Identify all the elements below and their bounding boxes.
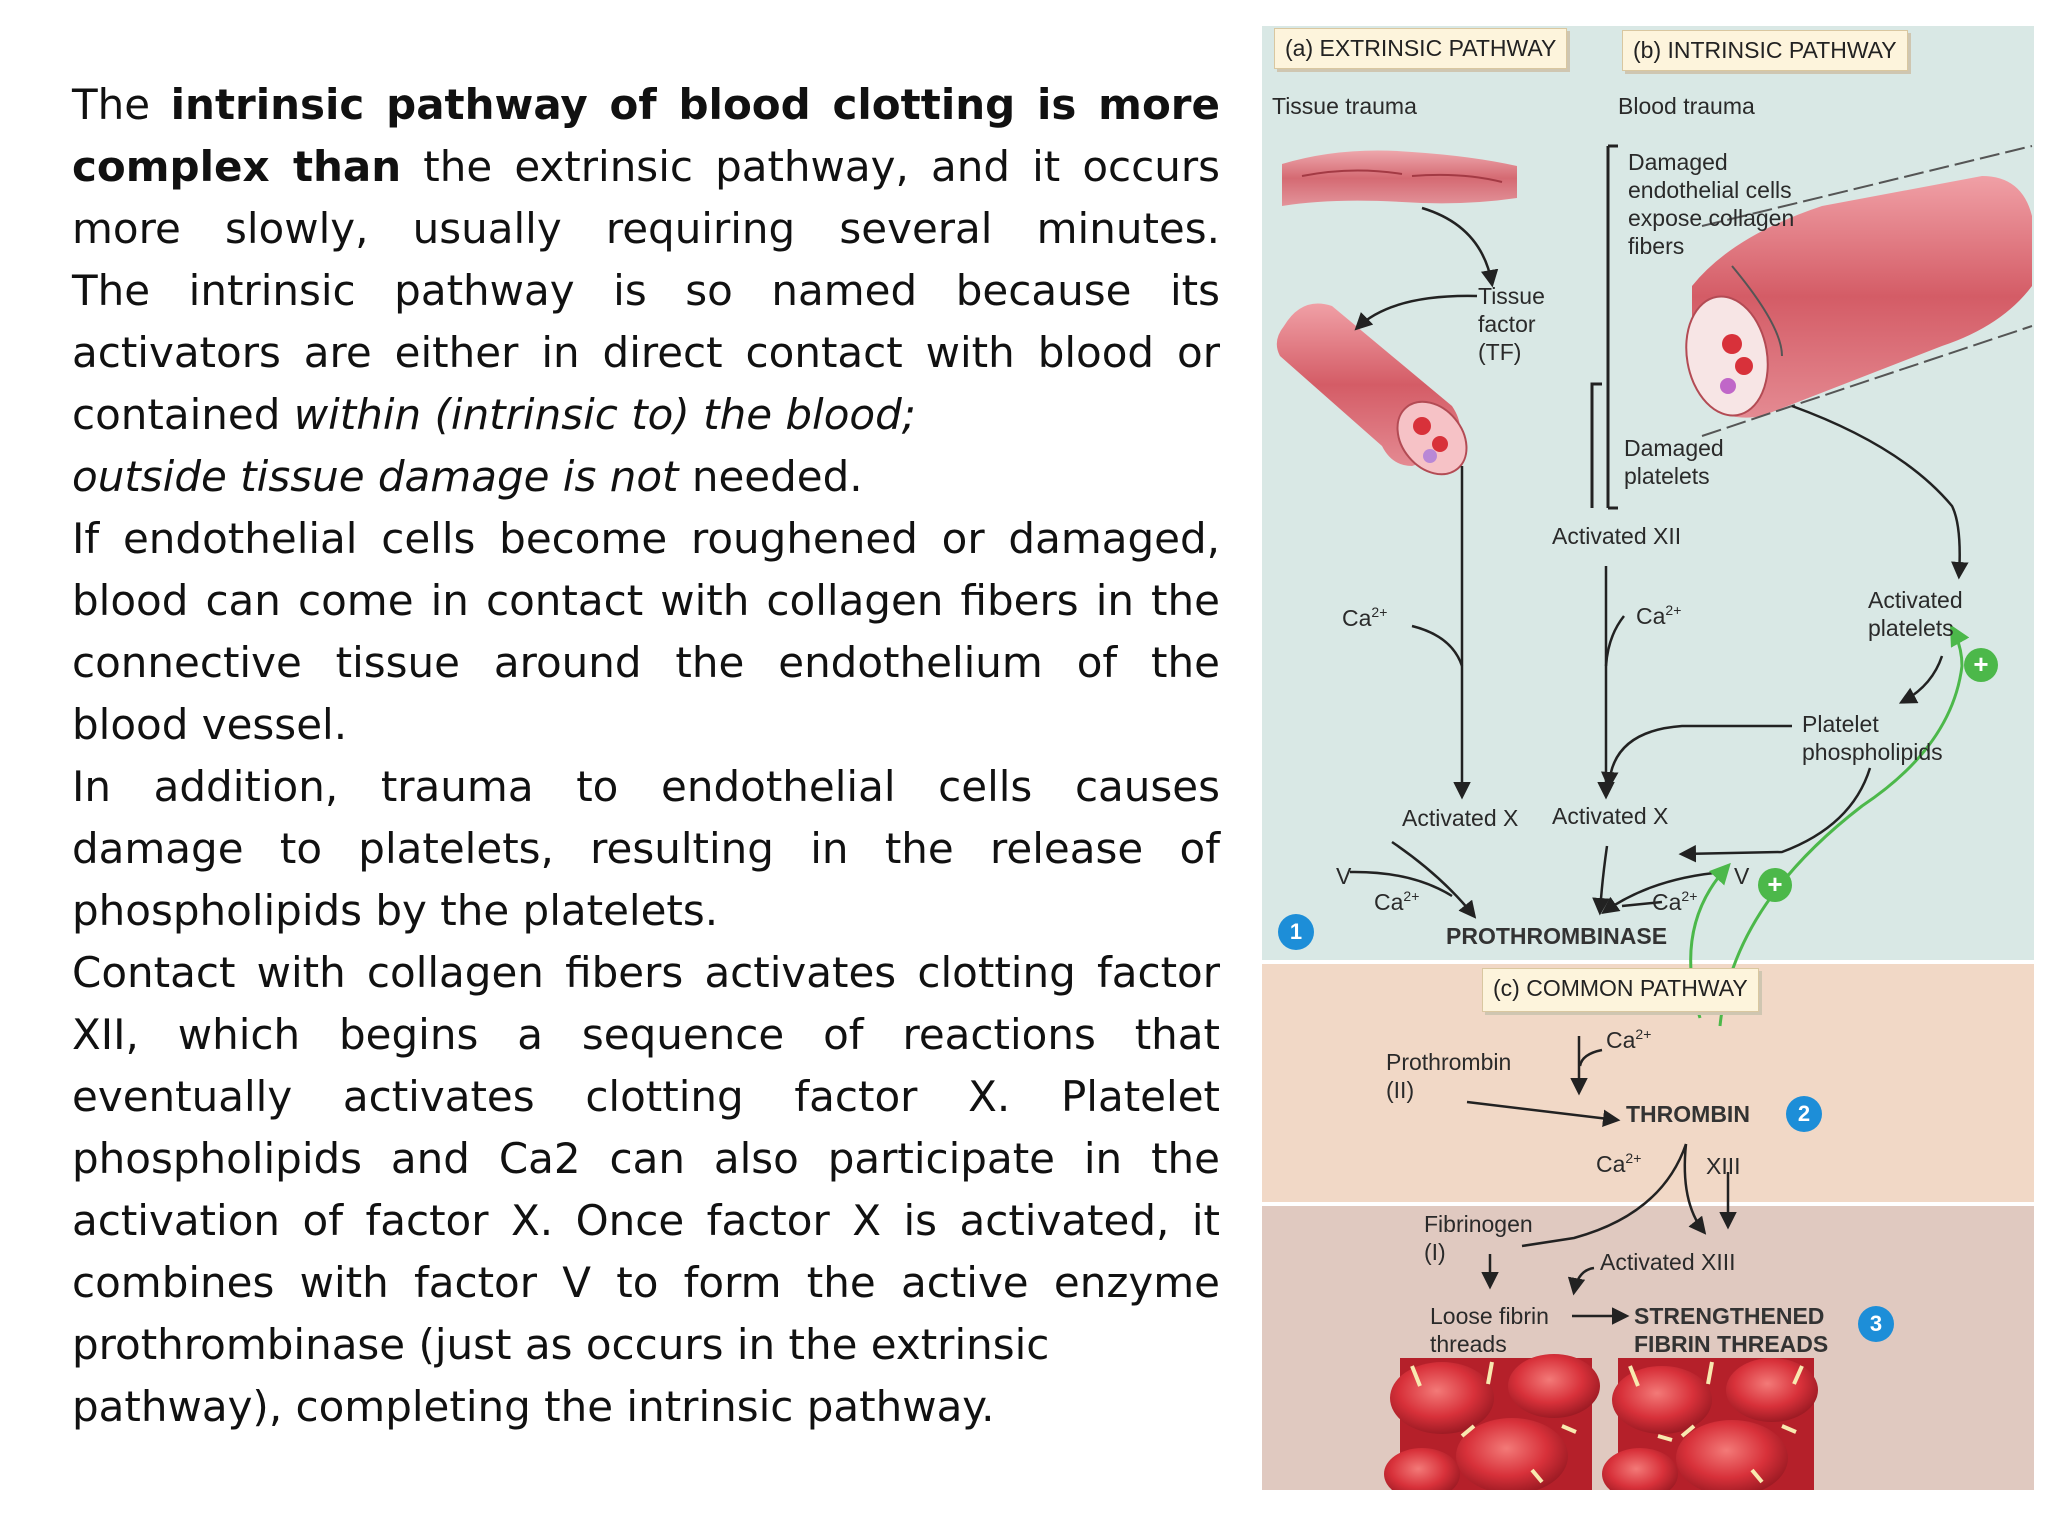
emphasis-not-needed: outside tissue damage is not (72, 452, 679, 501)
paragraph-naming: The intrinsic pathway is so named becaus… (72, 266, 1220, 439)
intrinsic-pathway-box: (b) INTRINSIC PATHWAY (1622, 30, 1908, 71)
activated-xii-label: Activated XII (1552, 523, 1682, 549)
common-pathway-box: (c) COMMON PATHWAY (1482, 968, 1759, 1012)
paragraph-intro: The intrinsic pathway of blood clotting … (72, 80, 1220, 253)
paragraph-collagen: Contact with collagen fibers activates c… (72, 948, 1220, 1369)
broken-vessel-icon (1276, 303, 1468, 476)
paragraph-completion: pathway), completing the intrinsic pathw… (72, 1382, 995, 1431)
xiii-label: XIII (1706, 1153, 1741, 1179)
damaged-vessel-icon (1282, 150, 1517, 206)
pathway-graphics (1276, 144, 2033, 1490)
activated-x-extrinsic-label: Activated X (1402, 805, 1519, 831)
ca-label-extrinsic: Ca2+ (1342, 604, 1388, 631)
ca-label-common: Ca2+ (1606, 1026, 1652, 1053)
strengthened-fibrin-image (1602, 1358, 1818, 1490)
ca-label-thrombin: Ca2+ (1596, 1150, 1642, 1177)
body-text: The intrinsic pathway of blood clotting … (72, 74, 1220, 1438)
prothrombinase-label: PROTHROMBINASE (1446, 923, 1668, 949)
thrombin-label: THROMBIN (1626, 1101, 1750, 1127)
emphasis-within-blood: within (intrinsic to) the blood; (293, 390, 916, 439)
ca-label-v-intrinsic: Ca2+ (1652, 888, 1698, 915)
blood-trauma-label: Blood trauma (1618, 93, 1755, 119)
feedback-arrow-platelets (1718, 624, 1970, 1027)
factor-v-intrinsic-label: V (1734, 863, 1750, 889)
paragraph-outside-damage: outside tissue damage is not needed. (72, 452, 863, 501)
activated-xiii-label: Activated XIII (1600, 1249, 1736, 1275)
paragraph-endothelial: If endothelial cells become roughened or… (72, 514, 1220, 749)
ca-label-intrinsic: Ca2+ (1636, 602, 1682, 629)
activated-x-intrinsic-label: Activated X (1552, 803, 1669, 829)
plus-icon-platelets: + (1964, 648, 1998, 682)
paragraph-platelets: In addition, trauma to endothelial cells… (72, 762, 1220, 935)
clotting-pathway-diagram: (a) EXTRINSIC PATHWAY (b) INTRINSIC PATH… (1262, 26, 2034, 1490)
step-badge-1: 1 (1278, 914, 1314, 950)
step-badge-2: 2 (1786, 1096, 1822, 1132)
ca-label-v-extrinsic: Ca2+ (1374, 888, 1420, 915)
blood-trauma-bracket (1606, 144, 1618, 510)
plus-icon-v: + (1758, 868, 1792, 902)
intrinsic-vessel-icon (1685, 145, 2033, 437)
step-badge-3: 3 (1858, 1306, 1894, 1342)
tissue-trauma-label: Tissue trauma (1272, 93, 1417, 119)
factor-v-extrinsic-label: V (1336, 863, 1352, 889)
extrinsic-pathway-box: (a) EXTRINSIC PATHWAY (1274, 28, 1568, 69)
loose-fibrin-image (1384, 1354, 1600, 1490)
emphasis-intrinsic-complex: intrinsic pathway of blood clotting is m… (72, 80, 1220, 191)
